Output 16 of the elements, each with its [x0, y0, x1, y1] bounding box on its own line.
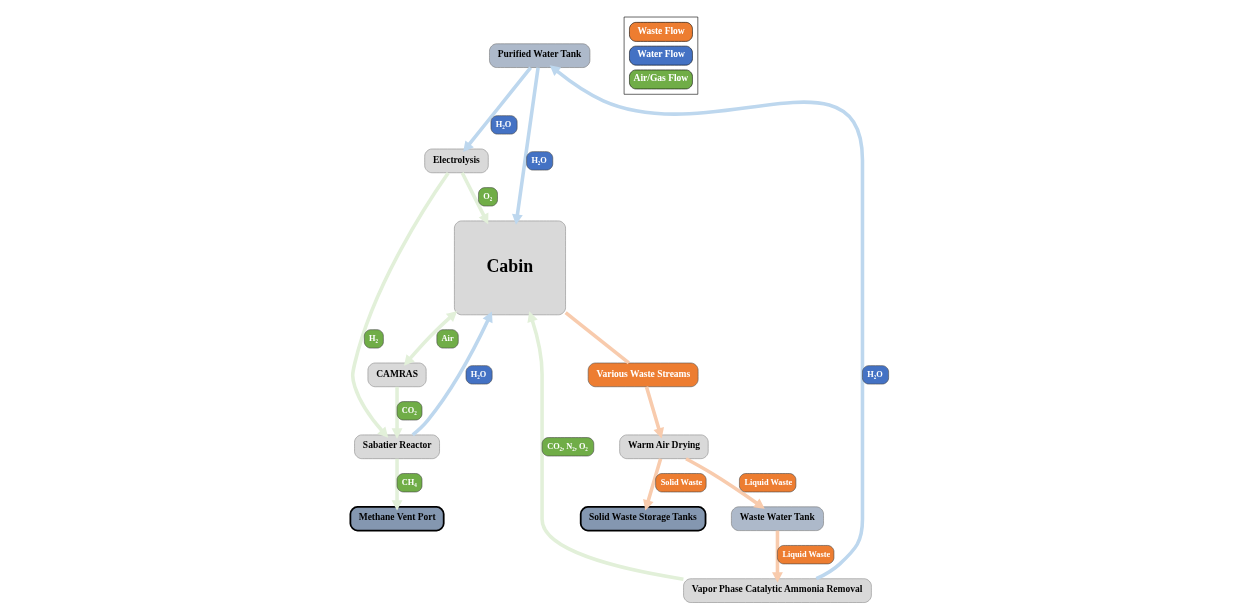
edge-label: CO₂	[401, 405, 417, 415]
edge-label: O₂	[482, 191, 492, 201]
edge-label: H₂O	[866, 369, 883, 379]
edge-label: Liquid Waste	[782, 549, 830, 559]
edge-label: H₂O	[470, 369, 486, 379]
edge-label: H₂	[368, 333, 378, 343]
edge-label: H₂O	[495, 119, 511, 129]
edge-label: Air	[441, 333, 454, 343]
legend-label: Waste Flow	[636, 25, 685, 36]
legend-label: Water Flow	[636, 49, 685, 60]
edge-label: Solid Waste	[660, 477, 702, 487]
edge-label: H₂O	[530, 155, 547, 165]
edge-label: CH₄	[401, 477, 417, 487]
legend-label: Air/Gas Flow	[633, 73, 688, 84]
edge-label: CO₂, N₂, O₂	[546, 441, 588, 451]
edge-label: Liquid Waste	[743, 477, 792, 487]
